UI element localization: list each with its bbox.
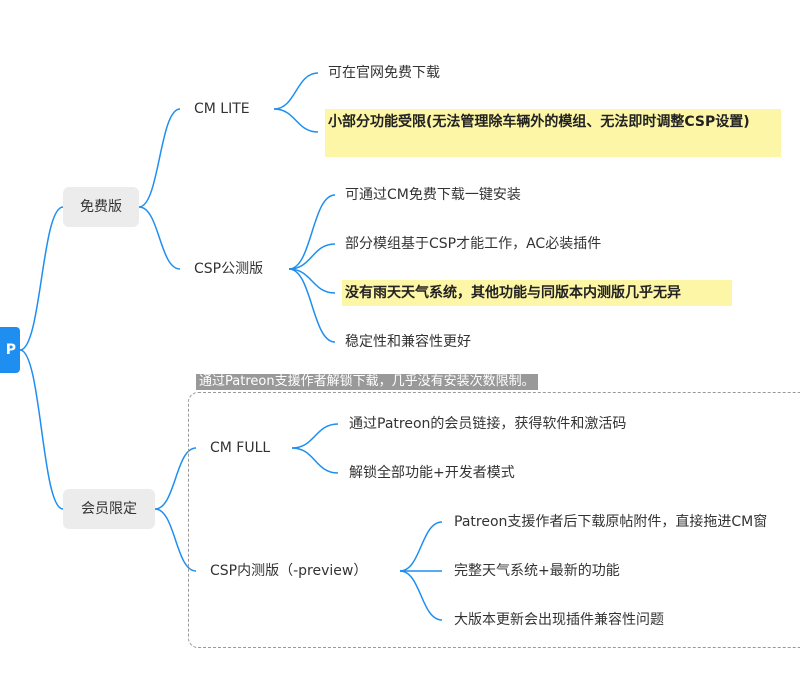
edge-csp-public-note xyxy=(288,194,336,270)
branch-free[interactable]: 免费版 xyxy=(63,187,139,227)
note-csp-preview-weather[interactable]: 完整天气系统+最新的功能 xyxy=(454,561,620,581)
edge-cm-full-note xyxy=(291,447,339,474)
note-csp-public-weather[interactable]: 没有雨天天气系统，其他功能与同版本内测版几乎无异 xyxy=(342,280,732,306)
note-cm-full-features[interactable]: 解锁全部功能+开发者模式 xyxy=(349,463,515,483)
topic-cm-lite-label: CM LITE xyxy=(194,101,250,117)
topic-csp-public[interactable]: CSP公测版 xyxy=(194,259,263,279)
edge-csp-preview-note xyxy=(399,570,443,621)
edge-free-to-cm-lite xyxy=(138,108,181,208)
edge-root-to-free xyxy=(19,206,64,351)
note-cm-full-activation[interactable]: 通过Patreon的会员链接，获得软件和激活码 xyxy=(349,414,626,434)
note-text: 没有雨天天气系统，其他功能与同版本内测版几乎无异 xyxy=(345,285,681,301)
note-text: 稳定性和兼容性更好 xyxy=(345,334,471,350)
note-text: 小部分功能受限(无法管理除车辆外的模组、无法即时调整CSP设置) xyxy=(328,114,750,130)
edge-root-to-members xyxy=(19,349,64,510)
edge-cm-lite-note xyxy=(273,72,319,110)
note-text: 完整天气系统+最新的功能 xyxy=(454,563,620,579)
edge-csp-public-note xyxy=(288,268,336,294)
edge-csp-preview-note xyxy=(399,521,443,572)
note-text: 解锁全部功能+开发者模式 xyxy=(349,465,515,481)
note-text: Patreon支援作者后下载原帖附件，直接拖进CM窗 xyxy=(454,514,768,530)
topic-csp-preview-label: CSP内测版（-preview） xyxy=(210,563,368,579)
note-cm-lite-download[interactable]: 可在官网免费下载 xyxy=(328,63,440,83)
root-label: P xyxy=(5,342,16,358)
edge-csp-public-note xyxy=(288,243,336,270)
root-node[interactable]: P xyxy=(0,327,20,373)
note-csp-public-required[interactable]: 部分模组基于CSP才能工作，AC必装插件 xyxy=(345,234,601,254)
summary-label: 通过Patreon支援作者解锁下载，几乎没有安装次数限制。 xyxy=(196,374,538,390)
note-text: 可通过CM免费下载一键安装 xyxy=(345,187,521,203)
note-text: 部分模组基于CSP才能工作，AC必装插件 xyxy=(345,236,602,252)
branch-members[interactable]: 会员限定 xyxy=(63,489,155,529)
members-boundary xyxy=(188,392,800,648)
note-cm-lite-limits[interactable]: 小部分功能受限(无法管理除车辆外的模组、无法即时调整CSP设置) xyxy=(325,109,781,157)
note-text: 可在官网免费下载 xyxy=(328,65,440,81)
topic-cm-full[interactable]: CM FULL xyxy=(210,438,270,458)
note-csp-public-install[interactable]: 可通过CM免费下载一键安装 xyxy=(345,185,521,205)
note-csp-preview-compat[interactable]: 大版本更新会出现插件兼容性问题 xyxy=(454,610,664,630)
topic-cm-full-label: CM FULL xyxy=(210,440,271,456)
topic-csp-preview[interactable]: CSP内测版（-preview） xyxy=(210,561,367,581)
note-csp-public-stability[interactable]: 稳定性和兼容性更好 xyxy=(345,332,471,352)
topic-cm-lite[interactable]: CM LITE xyxy=(194,99,250,119)
edge-cm-full-note xyxy=(291,423,339,449)
edge-cm-lite-note xyxy=(273,108,319,133)
summary-text: 通过Patreon支援作者解锁下载，几乎没有安装次数限制。 xyxy=(199,374,535,389)
edge-csp-public-note xyxy=(288,268,336,343)
note-csp-preview-download[interactable]: Patreon支援作者后下载原帖附件，直接拖进CM窗 xyxy=(454,512,800,532)
branch-free-label: 免费版 xyxy=(80,199,122,215)
edge-members-to-cm-full xyxy=(154,447,197,510)
note-text: 通过Patreon的会员链接，获得软件和激活码 xyxy=(349,416,627,432)
edge-free-to-csp-public xyxy=(138,206,181,270)
edge-members-to-csp-preview xyxy=(154,508,197,572)
note-text: 大版本更新会出现插件兼容性问题 xyxy=(454,612,664,628)
topic-csp-public-label: CSP公测版 xyxy=(194,261,264,277)
branch-members-label: 会员限定 xyxy=(81,501,137,517)
